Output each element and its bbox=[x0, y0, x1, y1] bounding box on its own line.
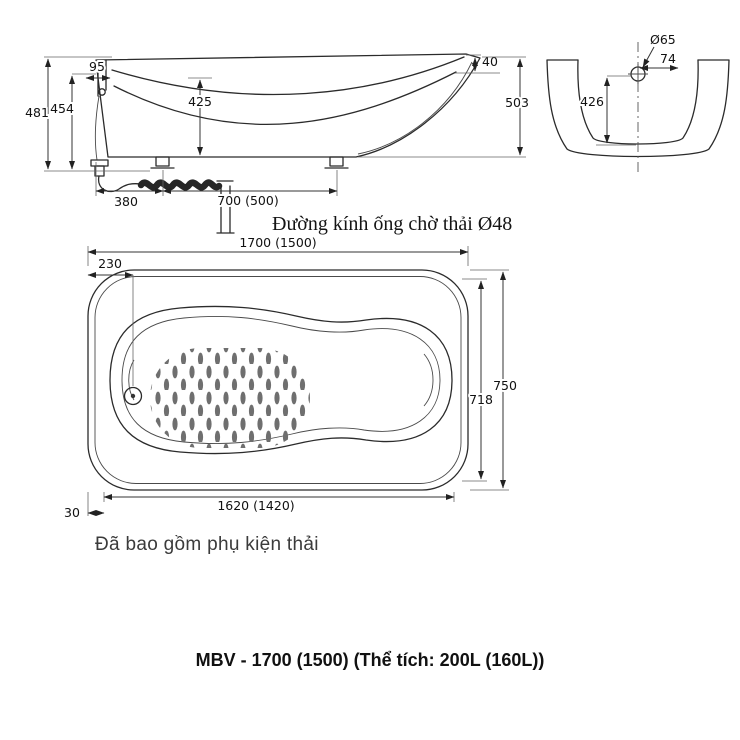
drain-standpipe bbox=[216, 180, 235, 234]
plan-view-drawing: 1700 (1500) 230 750 718 1620 (1420) 30 bbox=[62, 233, 519, 522]
side-view-drawing: 481 454 95 425 40 503 380 bbox=[23, 52, 531, 237]
dim-230-label: 230 bbox=[98, 256, 122, 271]
tub-plan-rim-inner-edge bbox=[94, 276, 462, 484]
bathtub-side-profile bbox=[95, 53, 481, 158]
dim-65: Ø65 bbox=[642, 30, 678, 68]
accessories-note: Đã bao gồm phụ kiện thải bbox=[95, 534, 319, 555]
anti-slip-pattern bbox=[150, 348, 310, 448]
dim-425: 425 bbox=[186, 77, 214, 156]
dim-503-label: 503 bbox=[505, 95, 529, 110]
drain-note-label: Đường kính ống chờ thải Ø48 bbox=[272, 213, 512, 235]
drain-hole-plan bbox=[123, 386, 143, 406]
tub-outer-outline bbox=[95, 53, 481, 158]
dim-481: 481 bbox=[23, 56, 150, 172]
dim-1620: 1620 (1420) bbox=[103, 492, 455, 515]
dim-718-label: 718 bbox=[469, 392, 493, 407]
p-trap bbox=[97, 175, 142, 193]
dim-750-label: 750 bbox=[493, 378, 517, 393]
dim-426: 426 bbox=[578, 75, 636, 146]
dim-65-label: Ø65 bbox=[650, 32, 676, 47]
dim-750: 750 bbox=[470, 269, 519, 491]
dim-95-label: 95 bbox=[89, 59, 105, 74]
tub-inner-slope bbox=[357, 61, 473, 155]
dim-74: 74 bbox=[639, 49, 679, 71]
tub-plan-outer-rim bbox=[87, 269, 469, 491]
dim-1700: 1700 (1500) bbox=[87, 233, 469, 266]
dim-1620-label: 1620 (1420) bbox=[217, 498, 294, 513]
leg-left bbox=[155, 156, 170, 167]
dim-454: 454 bbox=[48, 73, 96, 170]
dim-503: 503 bbox=[358, 56, 531, 158]
dim-74-label: 74 bbox=[660, 51, 676, 66]
tub-interior-curve-1 bbox=[111, 56, 465, 96]
dim-718: 718 bbox=[462, 278, 495, 482]
dim-230: 230 bbox=[87, 254, 134, 386]
basin-outline bbox=[109, 305, 453, 455]
dim-30: 30 bbox=[62, 492, 105, 522]
dim-426-label: 426 bbox=[580, 94, 604, 109]
dim-40-label: 40 bbox=[482, 54, 498, 69]
dim-95: 95 bbox=[85, 57, 111, 81]
tub-legs bbox=[150, 156, 349, 169]
dim-30-label: 30 bbox=[64, 505, 80, 520]
dim-1700-label: 1700 (1500) bbox=[239, 235, 316, 250]
dim-380-label: 380 bbox=[114, 194, 138, 209]
drain-hole-center bbox=[130, 393, 136, 399]
end-view-drawing: Ø65 74 426 bbox=[546, 30, 730, 174]
leg-right bbox=[329, 156, 344, 167]
tub-interior-curve-2 bbox=[113, 71, 457, 125]
product-title: MBV - 1700 (1500) (Thể tích: 200L (160L)… bbox=[195, 650, 545, 670]
overflow-fitting bbox=[94, 59, 107, 161]
overflow-knob bbox=[98, 88, 106, 96]
dim-454-label: 454 bbox=[50, 101, 74, 116]
dim-700-label: 700 (500) bbox=[217, 193, 278, 208]
dim-700: 700 (500) bbox=[162, 188, 338, 210]
dim-425-label: 425 bbox=[188, 94, 212, 109]
overflow-pipe bbox=[94, 95, 100, 161]
dim-481-label: 481 bbox=[25, 105, 49, 120]
flexible-drain-hose bbox=[137, 179, 223, 191]
